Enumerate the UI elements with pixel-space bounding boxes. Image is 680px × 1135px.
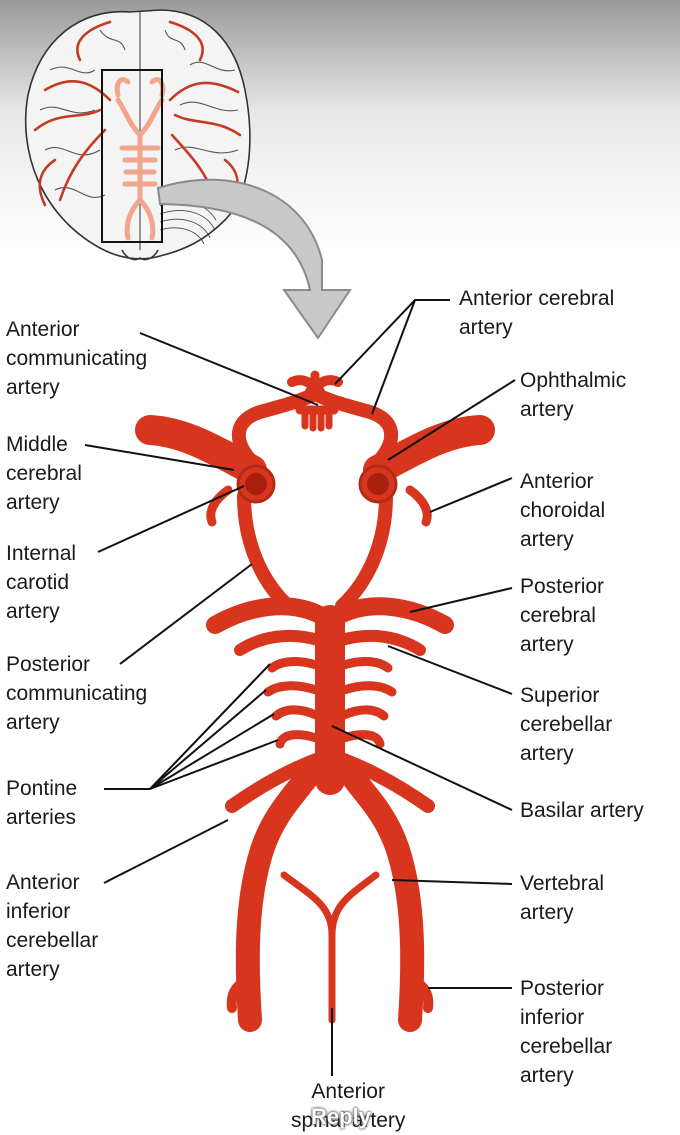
anterior-cerebral-right [305, 385, 399, 469]
label-internal-carotid-artery: Internal carotid artery [6, 542, 77, 623]
vertebral-artery-right [336, 758, 425, 1032]
posterior-communicating-left [237, 489, 295, 613]
label-ophthalmic-artery: Ophthalmic artery [520, 369, 627, 421]
middle-cerebral-right [363, 415, 495, 485]
label-posterior-cerebral-artery: Posterior cerebral artery [520, 575, 605, 656]
label-posterior-inferior-cerebellar-artery: Posterior inferior cerebellar artery [520, 977, 613, 1087]
leader-lines [84, 299, 516, 1076]
label-vertebral-artery: Vertebral artery [520, 872, 605, 924]
label-posterior-communicating-artery: Posterior communicating artery [6, 653, 148, 734]
vertebral-artery-left [235, 758, 324, 1032]
label-middle-cerebral-artery: Middle cerebral artery [6, 433, 82, 514]
anterior-choroidal-left [206, 485, 233, 527]
label-anterior-choroidal-artery: Anterior choroidal artery [520, 470, 606, 551]
superior-cerebellar-left [234, 629, 324, 656]
label-anterior-communicating-artery: Anterior communicating artery [6, 318, 148, 399]
label-basilar-artery: Basilar artery [520, 799, 644, 822]
anterior-choroidal-right [405, 485, 432, 527]
posterior-communicating-right [335, 489, 393, 613]
aica-left [225, 753, 323, 813]
pica-right [403, 975, 434, 1013]
anterior-spinal-artery [280, 871, 380, 939]
pica-left [226, 975, 257, 1013]
label-superior-cerebellar-artery: Superior cerebellar artery [520, 684, 613, 765]
superior-cerebellar-right [336, 629, 426, 656]
posterior-cerebral-right [331, 597, 454, 634]
reply-button[interactable]: Reply [311, 1104, 371, 1129]
middle-cerebral-left [135, 415, 267, 485]
label-anterior-spinal-artery: Anterior spinal artery [291, 1080, 406, 1132]
label-pontine-arteries: Pontine arteries [6, 777, 78, 829]
zoom-arrow [156, 178, 352, 340]
label-anterior-inferior-cerebellar-artery: Anterior inferior cerebellar artery [6, 871, 99, 981]
posterior-cerebral-left [206, 597, 329, 634]
selection-box [101, 69, 163, 243]
label-anterior-cerebral-artery: Anterior cerebral artery [459, 287, 615, 339]
artery-network [135, 370, 495, 1032]
aica-right [337, 753, 435, 813]
